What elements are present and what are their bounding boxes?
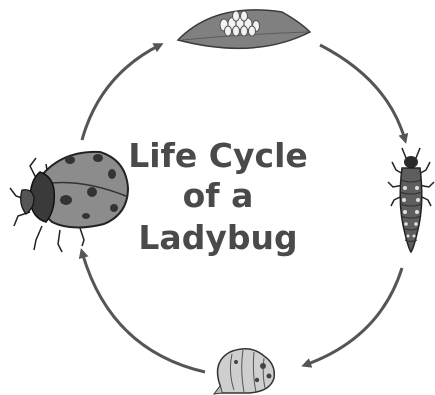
arrow-adult-to-eggs: [82, 45, 160, 140]
diagram-title: Life Cycle of a Ladybug: [128, 136, 308, 257]
larva-illustration: [388, 148, 434, 252]
eggs-on-leaf-illustration: [178, 10, 310, 48]
title-line-1: Life Cycle: [128, 136, 308, 175]
title-line-2: of a: [183, 176, 254, 215]
arrow-eggs-to-larva: [320, 45, 405, 140]
larva-head: [404, 156, 418, 168]
arrow-larva-to-pupa: [305, 268, 402, 365]
pupa-illustration: [214, 349, 274, 394]
adult-ladybug-illustration: [10, 152, 128, 252]
pupa-body: [218, 349, 275, 393]
title-line-3: Ladybug: [138, 218, 297, 257]
arrow-pupa-to-adult: [82, 252, 205, 372]
